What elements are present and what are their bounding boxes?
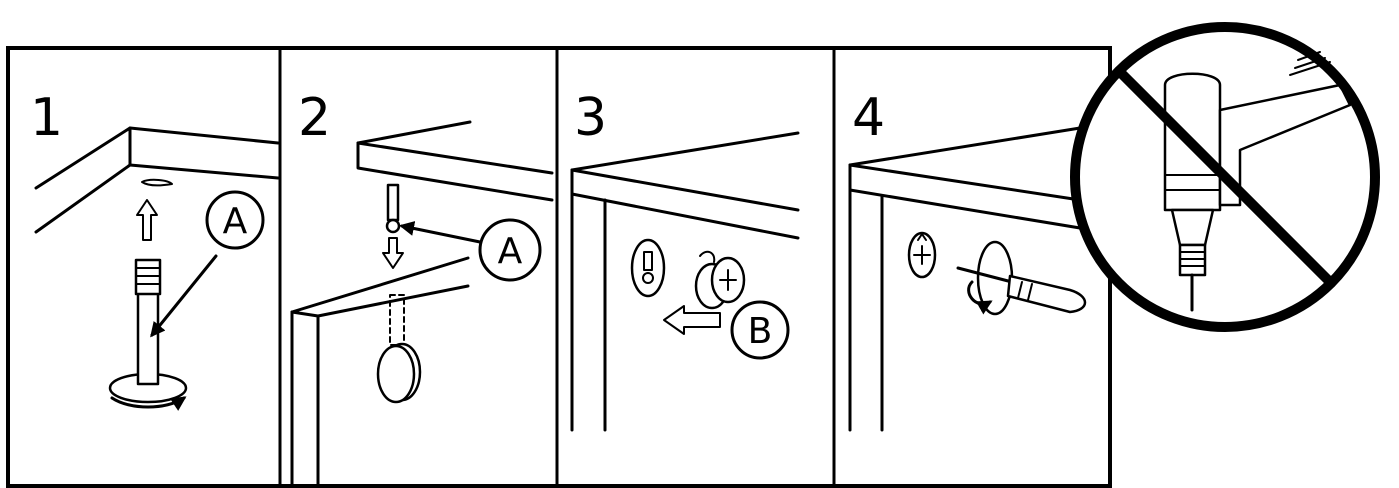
cabinet-corner-4	[848, 126, 1082, 432]
panel-frames	[6, 46, 1112, 488]
callout-a-2: A	[399, 218, 542, 282]
cabinet-top-2	[356, 120, 554, 202]
svg-text:B: B	[748, 311, 773, 352]
up-arrow-icon	[136, 199, 158, 241]
panel-2: 2 A	[290, 88, 554, 486]
connector-pin	[385, 183, 401, 234]
screwdriver-icon	[956, 240, 1087, 316]
cam-hole	[630, 238, 666, 298]
callout-a-1: A	[150, 190, 265, 338]
cabinet-side-2	[290, 256, 470, 486]
cabinet-top-edge-1	[34, 126, 280, 234]
left-arrow-icon	[663, 305, 721, 335]
step-number-3: 3	[574, 88, 607, 148]
panel-1: 1 A	[30, 88, 280, 411]
callout-b: B	[730, 300, 790, 360]
svg-text:A: A	[223, 201, 248, 242]
down-arrow-icon	[382, 237, 404, 269]
panel-4: 4	[848, 88, 1087, 432]
cam-lock-4	[907, 231, 937, 279]
panel-3: 3 B	[570, 88, 800, 432]
step-number-2: 2	[298, 88, 331, 148]
svg-text:A: A	[498, 231, 523, 272]
step-number-4: 4	[852, 88, 885, 148]
cam-lock-2	[376, 294, 422, 404]
step-number-1: 1	[30, 88, 63, 148]
leveling-foot	[108, 258, 188, 411]
cam-lock-3	[694, 250, 746, 310]
no-power-drill-icon	[1070, 22, 1380, 332]
cabinet-corner-3	[570, 131, 800, 432]
